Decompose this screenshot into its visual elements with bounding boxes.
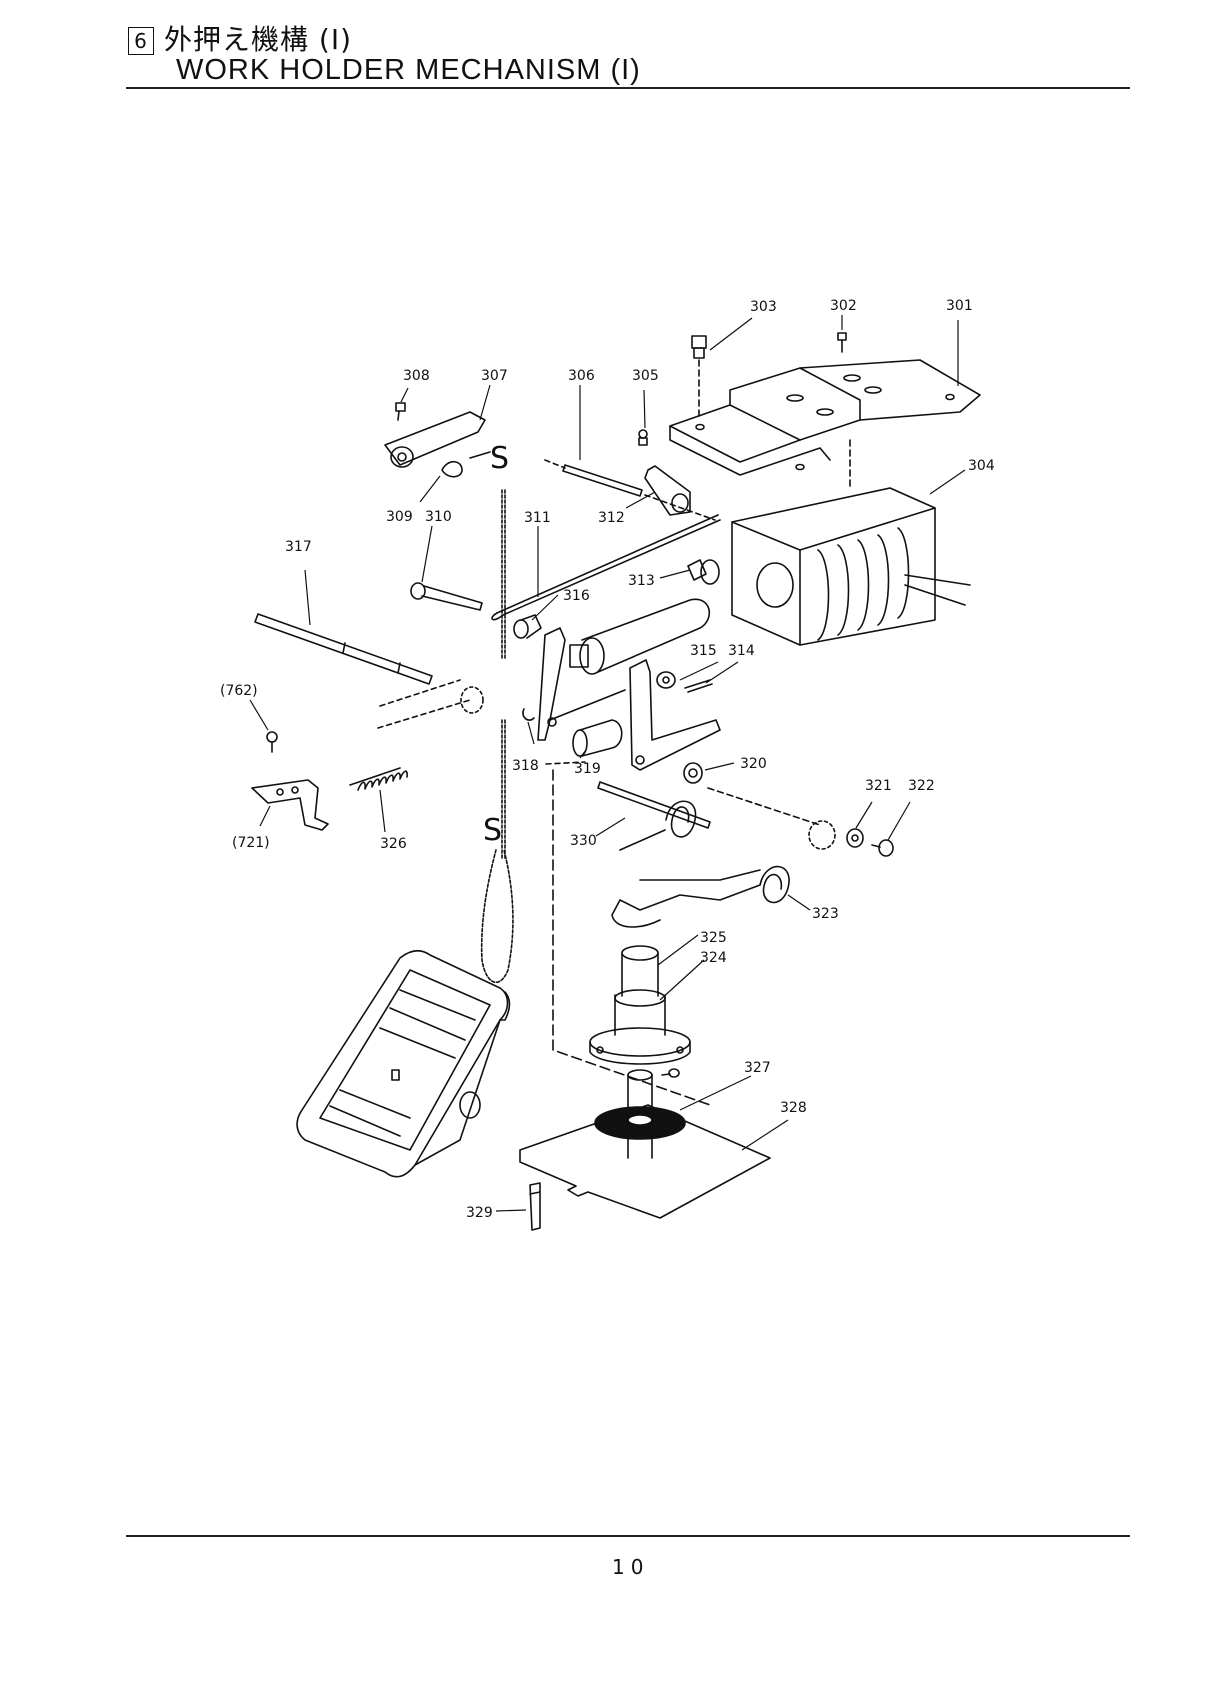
label-322: 322 [908, 778, 935, 794]
label-325: 325 [700, 930, 727, 946]
label-301: 301 [946, 298, 973, 314]
part-326-spring [350, 768, 407, 790]
part-302-screw [838, 333, 846, 352]
part-315-washer [657, 672, 675, 688]
hook-mark-upper: S [490, 441, 509, 476]
label-317: 317 [285, 539, 312, 555]
page-number: 10 [612, 1555, 649, 1579]
part-309-clip [442, 452, 490, 477]
label-307: 307 [481, 368, 508, 384]
part-312-crank [645, 466, 690, 515]
part-306-shaft [545, 460, 715, 520]
label-327: 327 [744, 1060, 771, 1076]
label-304: 304 [968, 458, 995, 474]
part-310-pin [411, 583, 482, 610]
part-323-spring [612, 801, 789, 927]
part-305-screw [639, 430, 647, 445]
foot-pedal [297, 951, 509, 1177]
part-324-holder [590, 990, 690, 1064]
part-321-washer [809, 821, 863, 849]
label-303: 303 [750, 299, 777, 315]
label-315: 315 [690, 643, 717, 659]
part-322-screw [872, 840, 893, 856]
part-762-screw [267, 732, 277, 752]
label-305: 305 [632, 368, 659, 384]
label-314: 314 [728, 643, 755, 659]
part-325-bushing [622, 946, 658, 996]
label-308: 308 [403, 368, 430, 384]
part-316-sleeve [514, 615, 541, 638]
label-324: 324 [700, 950, 727, 966]
part-721-bracket [252, 780, 328, 830]
part-301-bracket [670, 360, 980, 475]
part-313-knob [688, 560, 719, 584]
hook-mark-lower: S [483, 813, 502, 848]
label-302: 302 [830, 298, 857, 314]
label-311: 311 [524, 510, 551, 526]
label-328: 328 [780, 1100, 807, 1116]
part-labels: 301 302 303 304 305 306 307 308 309 310 … [220, 298, 995, 1221]
label-306: 306 [568, 368, 595, 384]
label-319: 319 [574, 761, 601, 777]
part-317-shaft [255, 614, 483, 728]
part-311-rod [492, 515, 720, 620]
chain [482, 490, 513, 982]
part-327-screw [662, 1069, 679, 1077]
label-316: 316 [563, 588, 590, 604]
label-312: 312 [598, 510, 625, 526]
leader-lines [250, 315, 965, 1211]
label-318: 318 [512, 758, 539, 774]
label-313: 313 [628, 573, 655, 589]
part-320-washer [684, 763, 820, 825]
part-328-base [520, 1070, 770, 1218]
part-308-screw [396, 403, 405, 420]
part-303-bolt [692, 336, 706, 420]
part-304-solenoid [732, 488, 970, 645]
label-329: 329 [466, 1205, 493, 1221]
label-762: (762) [220, 683, 258, 699]
label-323: 323 [812, 906, 839, 922]
footer-rule [126, 1535, 1130, 1537]
label-321: 321 [865, 778, 892, 794]
label-309: 309 [386, 509, 413, 525]
label-721: (721) [232, 835, 270, 851]
label-326: 326 [380, 836, 407, 852]
label-320: 320 [740, 756, 767, 772]
part-329-pin [530, 1183, 540, 1230]
label-310: 310 [425, 509, 452, 525]
part-319-roller [573, 720, 622, 756]
label-330: 330 [570, 833, 597, 849]
